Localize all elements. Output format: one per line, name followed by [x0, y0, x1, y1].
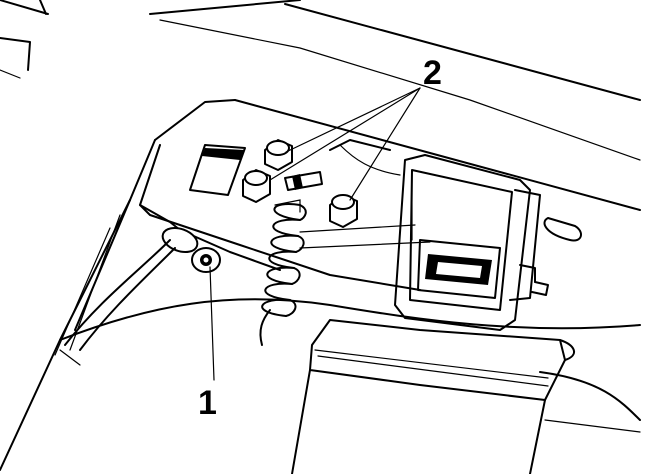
nut-left	[242, 169, 271, 203]
callout-label-1: 1	[198, 384, 217, 422]
cable-bundle	[64, 239, 176, 351]
spring-clip	[284, 171, 323, 191]
panel-cutout	[189, 144, 246, 196]
seat-frame	[0, 139, 641, 471]
slot-hole	[543, 217, 582, 242]
nut-right	[329, 194, 358, 228]
callout-label-2: 2	[423, 54, 442, 92]
pivot-bolt	[161, 226, 221, 273]
leader-lines	[209, 87, 421, 381]
buckle-housing	[394, 154, 549, 331]
coil-spring	[259, 199, 307, 346]
nut-upper	[264, 139, 293, 171]
seat-belt-strap	[291, 319, 575, 474]
body-panel-outlines	[0, 0, 641, 211]
seat-cushion-outline	[539, 371, 641, 433]
